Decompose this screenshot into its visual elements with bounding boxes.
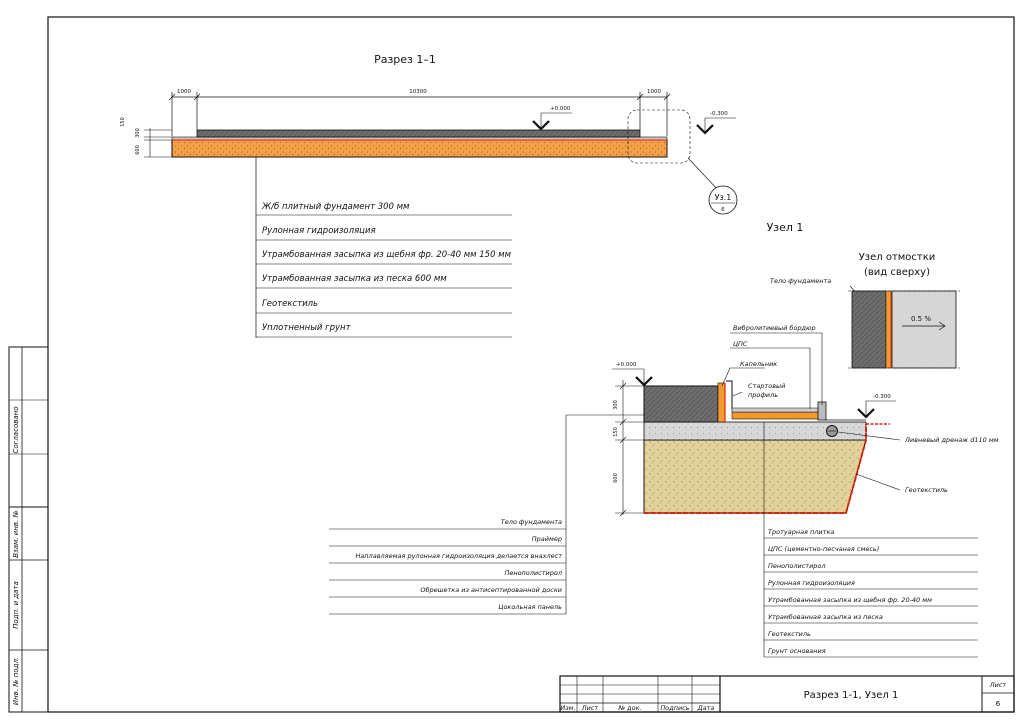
node-left-item: Наплавляемая рулонная гидроизоляция дела…: [355, 552, 562, 560]
section-level-ground: [696, 117, 736, 135]
stamp-col-sign: Подпись: [660, 704, 689, 712]
callout-frame: [627, 109, 691, 164]
node-dim-600: 600: [613, 473, 619, 483]
node-right-item: Утрамбованная засыпка из щебня фр. 20-40…: [768, 596, 932, 604]
section-title: Разрез 1–1: [374, 53, 436, 66]
label-drip: Капельник: [740, 360, 777, 368]
stamp-sheet-number: 6: [996, 700, 1001, 708]
node-dims-left: [615, 380, 644, 517]
side-stamp-inventory: Инв. № подл.: [12, 657, 20, 705]
node-level-zero-label: +0.000: [616, 362, 637, 368]
stamp-col-date: Дата: [697, 704, 715, 712]
dim-right-1000: 1000: [647, 89, 661, 95]
label-starter-1: Стартовый: [748, 382, 785, 390]
stamp-title: Разрез 1-1, Узел 1: [804, 690, 899, 701]
node-dim-300: 300: [613, 400, 619, 410]
node-level-zero: [612, 368, 653, 387]
node-left-item: Пенополистирол: [504, 569, 562, 577]
label-vibro-border: Вибролитиевый бордюр: [733, 324, 816, 332]
plan-drawing: [848, 290, 960, 369]
section-legend-item: Ж/б плитный фундамент 300 мм: [261, 202, 410, 212]
node-dim-150: 150: [613, 427, 619, 437]
node-top-leaders: [721, 332, 901, 491]
node-right-list: [763, 422, 978, 658]
side-stamp: Согласовано Взам. инв. № Подп. и дата Ин…: [8, 346, 49, 713]
node-left-list: [329, 414, 644, 615]
callout-circle[interactable]: [708, 185, 738, 215]
node-drawing: [643, 380, 890, 514]
section-legend-item: Рулонная гидроизоляция: [262, 226, 376, 236]
node-right-item: Грунт основания: [768, 647, 826, 655]
callout-name: Уз.1: [715, 193, 732, 202]
node-right-item: Утрамбованная засыпка из песка: [768, 613, 883, 621]
node-title: Узел 1: [767, 221, 804, 234]
section-legend: [255, 157, 512, 338]
section-legend-item: Геотекстиль: [262, 299, 318, 309]
node-left-item: Праймер: [532, 535, 562, 543]
side-stamp-agreed: Согласовано: [12, 406, 20, 453]
section-level-zero-label: +0.000: [550, 106, 571, 112]
dim-10300: 10300: [409, 89, 427, 95]
plan-label: Тело фундамента: [770, 277, 831, 285]
section-legend-item: Уплотненный грунт: [262, 323, 352, 333]
side-stamp-sign-date: Подп. и дата: [12, 581, 20, 629]
title-stamp: Изм. Лист № док. Подпись Дата Разрез 1-1…: [559, 675, 1015, 713]
section-legend-item: Утрамбованная засыпка из песка 600 мм: [262, 274, 447, 284]
callout-leader: [687, 157, 719, 191]
section-dims-top: [168, 92, 671, 136]
node-left-item: Тело фундамента: [501, 518, 562, 526]
stamp-col-change: Изм.: [560, 704, 575, 712]
section-legend-item: Утрамбованная засыпка из щебня фр. 20-40…: [262, 250, 512, 260]
dim-left-1000: 1000: [177, 89, 191, 95]
section-dims-left: [144, 128, 172, 158]
stamp-col-sheet: Лист: [581, 704, 599, 712]
plan-title-1: Узел отмостки: [859, 252, 936, 263]
side-stamp-replace: Взам. инв. №: [12, 510, 20, 558]
dim-150: 150: [120, 117, 126, 127]
node-right-item: Пенополистирол: [768, 562, 826, 570]
label-starter-2: профиль: [748, 391, 778, 399]
node-right-item: Геотекстиль: [768, 630, 811, 638]
dim-600: 600: [135, 145, 141, 155]
callout-sheet: 6: [721, 207, 725, 213]
dim-300: 300: [135, 128, 141, 138]
node-level-ground: [857, 400, 896, 419]
node-left-item: Цокольная панель: [498, 603, 562, 611]
node-right-item: Тротуарная плитка: [768, 528, 834, 536]
node-left-item: Обрешетка из антисептированной доски: [420, 586, 562, 594]
label-drain: Ливневый дренаж d110 мм: [904, 436, 999, 444]
section-layers-drawing: [171, 129, 668, 158]
label-geotextile: Геотекстиль: [905, 486, 948, 494]
section-level-ground-label: -0.300: [710, 111, 728, 117]
stamp-col-doc: № док.: [617, 704, 641, 712]
section-level-zero: [532, 112, 572, 131]
node-level-ground-label: -0.300: [873, 394, 891, 400]
label-cps: ЦПС: [733, 340, 748, 348]
plan-title-2: (вид сверху): [864, 267, 930, 278]
node-right-item: ЦПС (цементно-песчаная смесь): [768, 545, 879, 553]
node-right-item: Рулонная гидроизоляция: [768, 579, 855, 587]
stamp-sheet-label: Лист: [989, 681, 1007, 689]
plan-slope: 0.5 %: [911, 315, 931, 323]
